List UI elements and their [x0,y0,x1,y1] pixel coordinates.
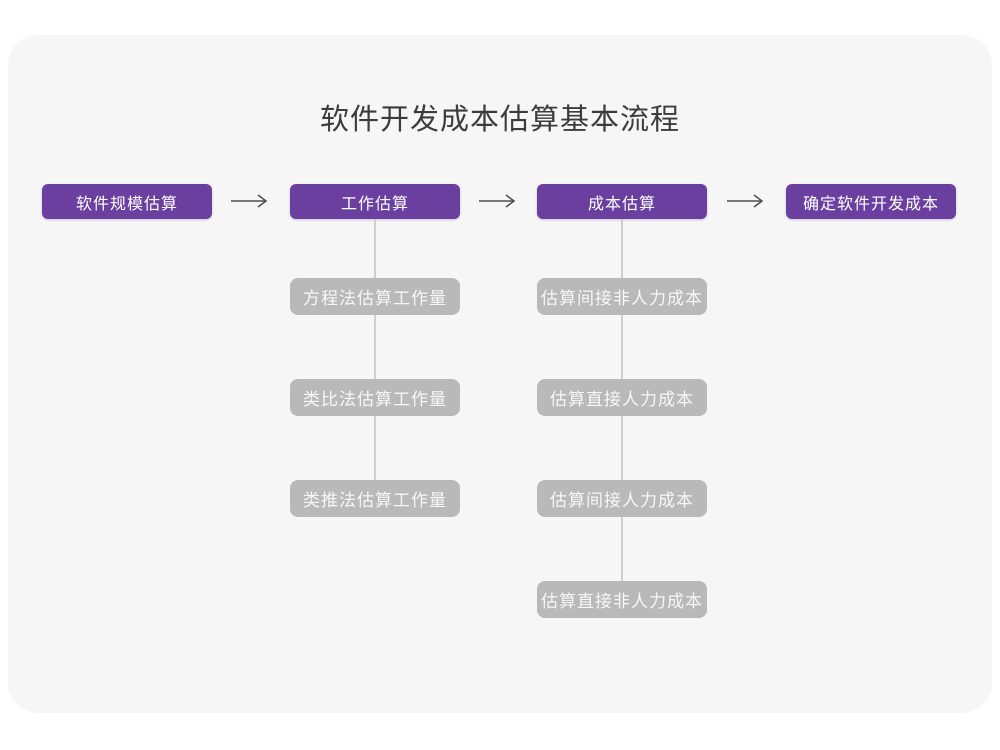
substep-equation-method-workload: 方程法估算工作量 [290,278,460,315]
right-arrow-icon [727,194,764,208]
diagram-card [8,35,992,713]
substep-analogy-method-workload: 类比法估算工作量 [290,379,460,416]
diagram-title: 软件开发成本估算基本流程 [319,104,680,136]
substep-indirect-labor-cost: 估算间接人力成本 [537,480,707,517]
right-arrow-icon [231,194,268,208]
substep-direct-non-labor-cost: 估算直接非人力成本 [537,581,707,618]
substep-extrapolation-method-workload: 类推法估算工作量 [290,480,460,517]
stage-software-scale-estimation: 软件规模估算 [42,184,212,219]
right-arrow-icon [479,194,516,208]
substep-direct-labor-cost: 估算直接人力成本 [537,379,707,416]
stage-work-estimation: 工作估算 [290,184,460,219]
stage-cost-estimation: 成本估算 [537,184,707,219]
substep-indirect-non-labor-cost: 估算间接非人力成本 [537,278,707,315]
connector-line-work-estimation [374,219,376,498]
stage-determine-development-cost: 确定软件开发成本 [786,184,956,219]
